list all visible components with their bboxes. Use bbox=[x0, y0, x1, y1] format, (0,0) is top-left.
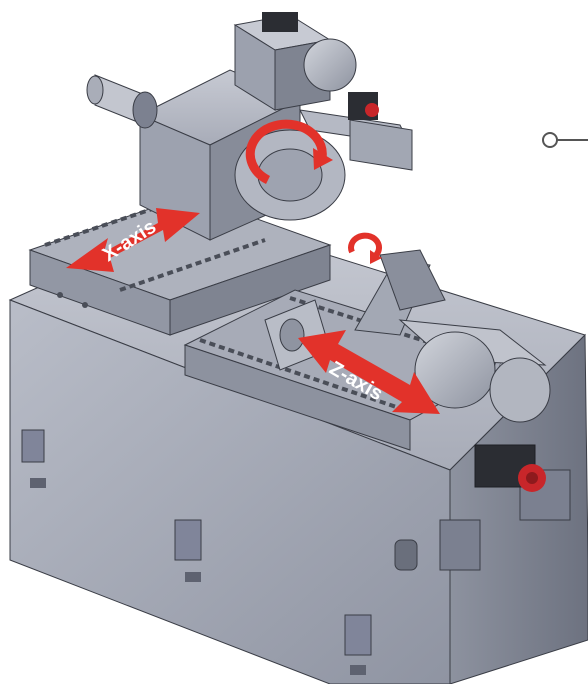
rotation-arrow-icon bbox=[348, 232, 382, 264]
callout-pointer-icon bbox=[542, 132, 588, 148]
rotation-arrow-icon bbox=[245, 119, 333, 185]
turret-head bbox=[86, 12, 413, 241]
x-axis-bed bbox=[28, 194, 332, 336]
